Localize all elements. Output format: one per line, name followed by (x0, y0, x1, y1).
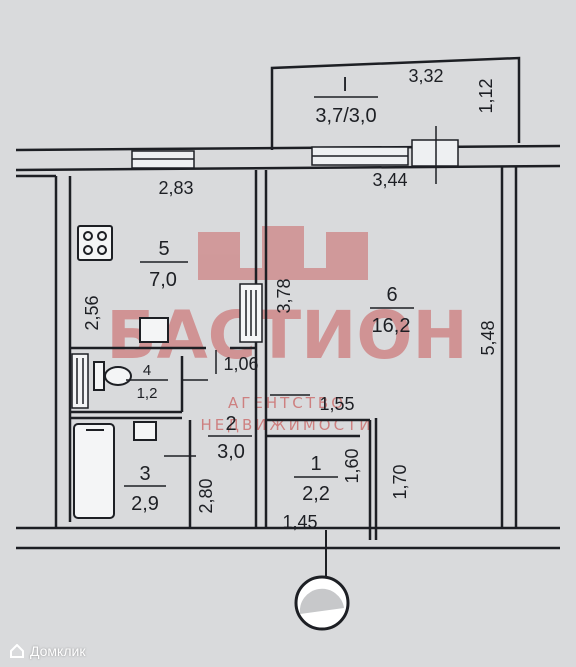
balcony-number: I (342, 74, 348, 96)
balcony-width: 3,32 (408, 66, 443, 86)
windows (131, 126, 459, 184)
corridor-number: 2 (225, 413, 236, 435)
kitchen-area: 7,0 (149, 269, 177, 291)
dim-kitchen-width: 2,83 (158, 178, 193, 198)
toilet-area: 1,2 (137, 385, 158, 402)
living-room-number: 6 (386, 284, 397, 306)
dim-hall-depth-right: 1,70 (390, 464, 410, 499)
toilet-label: 4 1,2 (126, 362, 168, 402)
living-room-area: 16,2 (372, 315, 411, 337)
domclick-house-icon (10, 643, 24, 658)
living-room-label: 6 16,2 (370, 284, 414, 337)
outer-walls (15, 144, 561, 550)
stove-icon (77, 225, 113, 261)
dim-room-width: 3,44 (372, 170, 407, 190)
hall-label: 1 2,2 (294, 453, 338, 505)
dim-entrance-width: 1,45 (282, 512, 317, 532)
dim-room-depth: 5,48 (478, 320, 498, 355)
compass-icon (294, 575, 350, 631)
corridor-area: 3,0 (217, 441, 245, 463)
door-marks (164, 350, 310, 457)
bathroom-area: 2,9 (131, 493, 159, 515)
dim-hall-width: 1,55 (319, 394, 354, 414)
kitchen-sink-icon (139, 317, 169, 343)
radiator-kitchen-icon (239, 283, 263, 343)
dim-hall-depth-left: 1,60 (342, 448, 362, 483)
watermark-logo (198, 226, 368, 280)
interior-walls (70, 170, 378, 540)
dim-wc-width: 1,06 (223, 354, 258, 374)
footer-brand: Домклик (10, 643, 85, 659)
corridor-label: 2 3,0 (208, 413, 252, 463)
kitchen-number: 5 (158, 238, 169, 260)
dim-partition: 3,78 (274, 278, 294, 313)
balcony-depth: 1,12 (476, 78, 496, 113)
toilet-number: 4 (143, 362, 151, 379)
bathroom-label: 3 2,9 (124, 463, 166, 515)
radiator-toilet-icon (71, 353, 89, 409)
hall-area: 2,2 (302, 483, 330, 505)
washbasin-icon (133, 421, 157, 441)
toilet-icon (93, 361, 132, 391)
kitchen-label: 5 7,0 (140, 238, 188, 291)
balcony-outline (270, 56, 521, 150)
dim-corridor-depth: 2,80 (196, 478, 216, 513)
dim-kitchen-depth: 2,56 (82, 295, 102, 330)
bathtub-icon (73, 423, 115, 519)
footer-brand-label: Домклик (30, 643, 86, 659)
bathroom-number: 3 (139, 463, 150, 485)
balcony-label: I 3,7/3,0 (314, 74, 378, 127)
balcony-area: 3,7/3,0 (315, 105, 376, 127)
hall-number: 1 (310, 453, 321, 475)
